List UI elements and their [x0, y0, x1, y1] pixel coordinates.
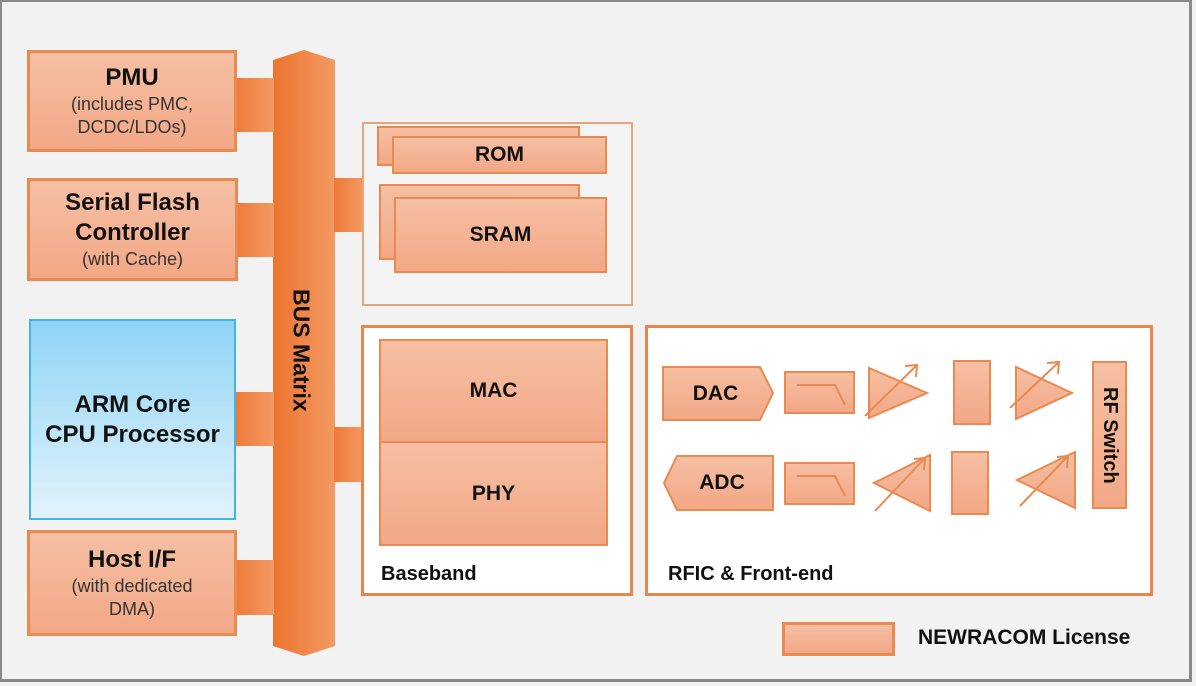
serial-flash-controller-block: Serial Flash Controller (with Cache): [27, 178, 238, 281]
tx-amp-1: [868, 366, 930, 420]
phy-label: PHY: [471, 481, 516, 505]
host-sub: DMA): [109, 599, 155, 619]
host-if-block: Host I/F (with dedicated DMA): [27, 530, 237, 636]
rx-mixer: [951, 451, 989, 515]
host-sub: (with dedicated: [71, 576, 193, 596]
bus-matrix: [273, 50, 335, 656]
rfic-chain: [662, 360, 1076, 515]
pmu-connector: [234, 78, 274, 132]
memory-connector: [334, 178, 364, 232]
baseband-connector: [334, 427, 364, 482]
sfc-title: Serial Flash: [65, 189, 200, 216]
tx-mixer: [953, 360, 991, 425]
sfc-sub: (with Cache): [81, 249, 184, 269]
pmu-block: PMU (includes PMC, DCDC/LDOs): [27, 50, 237, 152]
bus-matrix-label: BUS Matrix: [288, 288, 315, 412]
rf-switch-label: RF Switch: [1099, 386, 1121, 484]
sfc-connector: [236, 203, 274, 257]
adc-shape: [662, 455, 774, 511]
host-connector: [236, 560, 274, 615]
arm-connector: [236, 392, 274, 446]
dac-shape: [662, 366, 775, 421]
rf-switch-block: RF Switch: [1092, 361, 1127, 509]
legend-swatch: [782, 622, 895, 656]
sram-block: SRAM: [394, 197, 607, 273]
sram-label: SRAM: [469, 223, 532, 246]
arm-core-block: ARM Core CPU Processor: [29, 319, 236, 520]
pmu-title: PMU: [105, 64, 159, 91]
mac-block: MAC: [379, 339, 608, 442]
host-title: Host I/F: [88, 546, 176, 573]
rfic-label: RFIC & Front-end: [668, 563, 834, 585]
pmu-sub: (includes PMC,: [70, 94, 194, 114]
legend-label: NEWRACOM License: [918, 626, 1131, 649]
phy-block: PHY: [379, 442, 608, 546]
tx-filter: [784, 371, 855, 414]
rx-filter: [784, 462, 855, 505]
tx-amp-2: [1015, 365, 1075, 421]
sfc-title: Controller: [75, 219, 190, 246]
arm-title: ARM Core: [74, 390, 191, 418]
pmu-sub: DCDC/LDOs): [77, 117, 187, 137]
mac-label: MAC: [469, 379, 518, 402]
rom-label: ROM: [475, 143, 524, 166]
arm-title: CPU Processor: [45, 420, 220, 448]
rom-block: ROM: [392, 136, 607, 174]
adc-label: ADC: [699, 471, 745, 494]
baseband-label: Baseband: [381, 563, 477, 585]
dac-label: DAC: [692, 381, 739, 405]
